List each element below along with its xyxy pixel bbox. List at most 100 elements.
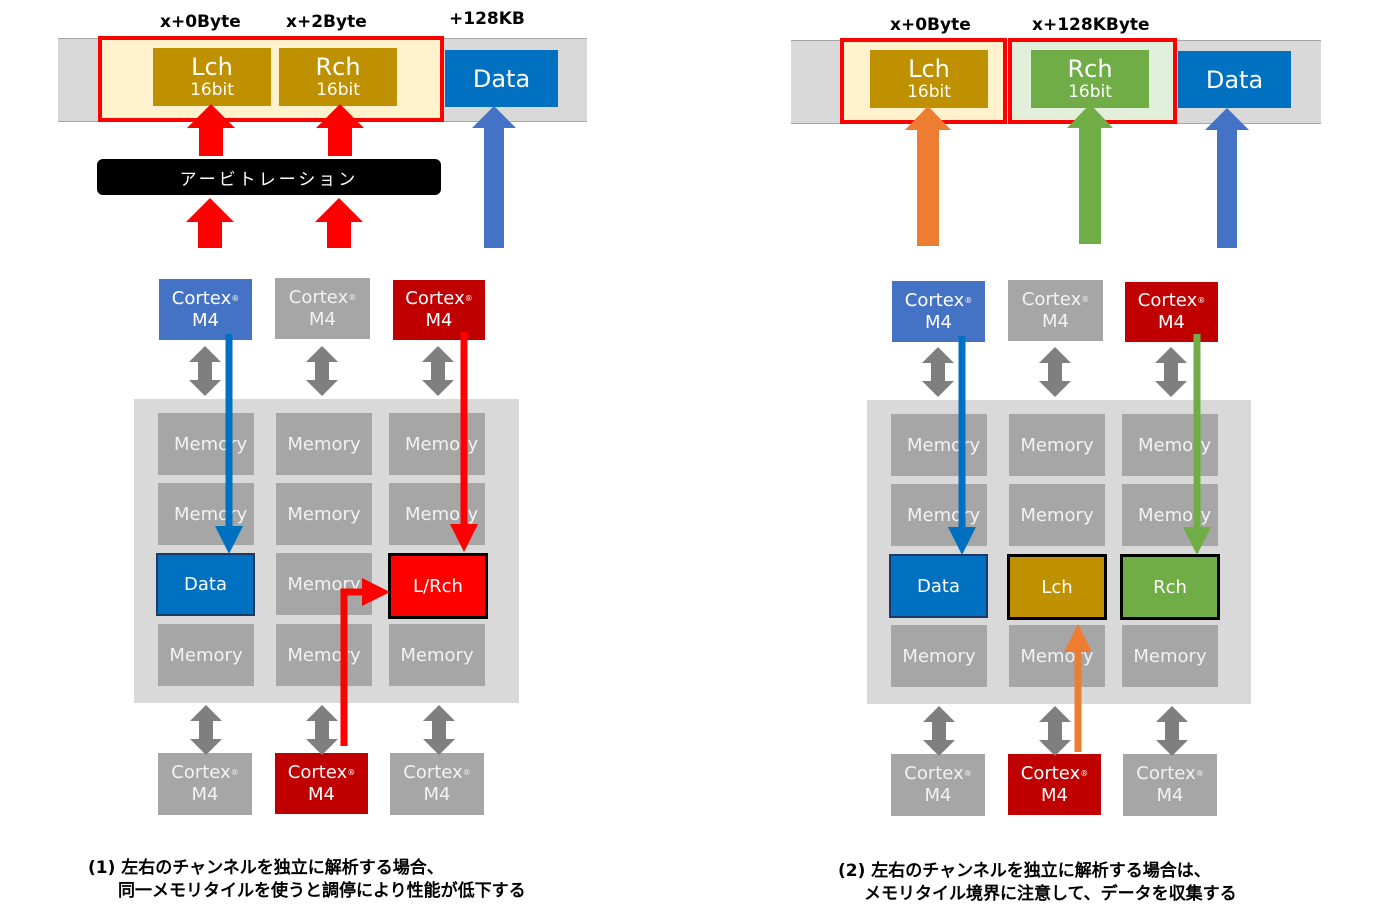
- cpu-name: Cortex: [403, 762, 463, 783]
- data-tile-label: Data: [917, 575, 960, 597]
- arbitration-box: アービトレーション: [97, 159, 441, 195]
- registered-mark: ®: [964, 295, 973, 305]
- memory-label: Memory: [287, 503, 361, 525]
- left-memory-tile: Memory: [158, 413, 254, 475]
- cpu-name: Cortex: [1136, 763, 1196, 784]
- registered-mark: ®: [462, 768, 471, 777]
- memory-label: Memory: [400, 644, 474, 666]
- left-cpu-bottom-2: Cortex® M4: [390, 753, 484, 815]
- right-memory-tile: Memory: [1122, 625, 1218, 687]
- memory-label: Memory: [405, 433, 479, 455]
- right-cpu-top-0: Cortex® M4: [892, 281, 985, 342]
- left-data-block: Data: [445, 50, 558, 107]
- memory-label: Memory: [1020, 434, 1094, 456]
- registered-mark: ®: [963, 769, 972, 778]
- left-addr-label-1: x+2Byte: [286, 12, 367, 32]
- registered-mark: ®: [348, 292, 357, 302]
- lrch-tile-label: L/Rch: [413, 575, 463, 597]
- left-memory-tile: Memory: [389, 413, 485, 475]
- right-green-up-arrow-rch: [1067, 104, 1113, 244]
- left-memory-tile: Memory: [158, 624, 254, 686]
- cpu-model: M4: [1156, 785, 1184, 806]
- left-blue-up-arrow-data: [472, 106, 516, 248]
- registered-mark: ®: [231, 293, 240, 303]
- right-memory-tile: Memory: [1122, 414, 1218, 476]
- left-caption-line2: 同一メモリタイルを使うと調停により性能が低下する: [118, 881, 526, 901]
- left-cpu-top-0: Cortex® M4: [159, 279, 252, 340]
- cpu-model: M4: [925, 311, 952, 333]
- right-memory-tile: Memory: [1009, 484, 1105, 546]
- right-cpu-bottom-1: Cortex® M4: [1008, 754, 1101, 815]
- right-cpu-top-2: Cortex® M4: [1125, 282, 1218, 342]
- left-lrch-tile: L/Rch: [388, 553, 488, 619]
- left-addr-label-0: x+0Byte: [160, 12, 241, 32]
- cpu-name: Cortex: [171, 762, 231, 783]
- right-data-block: Data: [1178, 51, 1291, 108]
- memory-label: Memory: [1138, 434, 1212, 456]
- cpu-model: M4: [1158, 312, 1185, 333]
- right-blue-up-arrow-data: [1205, 108, 1249, 248]
- cpu-model: M4: [191, 784, 219, 805]
- registered-mark: ®: [1197, 296, 1206, 305]
- data-tile-label: Data: [184, 574, 227, 595]
- memory-label: Memory: [1020, 504, 1094, 526]
- right-addr-label-1: x+128KByte: [1032, 15, 1150, 35]
- left-red-path-bottom: [340, 578, 390, 746]
- registered-mark: ®: [464, 294, 473, 303]
- cpu-name: Cortex: [1020, 762, 1081, 784]
- registered-mark: ®: [230, 768, 239, 777]
- cpu-model: M4: [192, 309, 219, 331]
- left-cpu-bottom-1: Cortex® M4: [275, 753, 368, 814]
- cpu-name: Cortex: [287, 761, 348, 783]
- left-memory-tile: Memory: [276, 483, 372, 545]
- right-caption-line2: メモリタイル境界に注意して、データを収集する: [864, 884, 1237, 904]
- cpu-name: Cortex: [1021, 288, 1082, 310]
- cpu-name: Cortex: [405, 288, 465, 309]
- registered-mark: ®: [1195, 769, 1204, 778]
- cpu-model: M4: [425, 310, 453, 331]
- right-lch-block: Lch 16bit: [870, 50, 988, 108]
- memory-label: Memory: [405, 503, 479, 525]
- left-cpu-top-2: Cortex® M4: [393, 280, 485, 340]
- memory-label: Memory: [287, 433, 361, 455]
- registered-mark: ®: [1080, 768, 1089, 778]
- left-lch-bits: 16bit: [190, 80, 234, 100]
- left-cpu-top-1: Cortex® M4: [275, 278, 370, 339]
- right-data-tile: Data: [889, 554, 988, 618]
- cpu-model: M4: [1042, 310, 1069, 332]
- left-lch-name: Lch: [191, 53, 233, 81]
- right-cpu-top-1: Cortex® M4: [1008, 280, 1103, 341]
- right-cpu-bottom-0: Cortex® M4: [891, 754, 985, 816]
- right-lch-name: Lch: [908, 55, 950, 83]
- left-gray-double-arrows: [189, 346, 455, 755]
- right-rch-name: Rch: [1067, 55, 1113, 83]
- left-data-label: Data: [472, 64, 531, 93]
- right-addr-label-0: x+0Byte: [890, 15, 971, 35]
- memory-label: Memory: [902, 645, 976, 667]
- right-memory-tile: Memory: [891, 625, 987, 687]
- right-rch-tile: Rch: [1120, 554, 1220, 620]
- right-rch-block: Rch 16bit: [1031, 50, 1149, 108]
- cpu-model: M4: [308, 783, 335, 805]
- right-cpu-bottom-2: Cortex® M4: [1123, 754, 1217, 816]
- memory-label: Memory: [1138, 504, 1212, 526]
- left-red-up-arrow-lch-top: [187, 104, 235, 156]
- left-data-tile: Data: [156, 553, 255, 616]
- right-gray-double-arrows: [922, 347, 1188, 756]
- registered-mark: ®: [1081, 294, 1090, 304]
- cpu-name: Cortex: [171, 287, 232, 309]
- left-red-up-arrow-lch-bottom: [186, 198, 234, 248]
- right-orange-up-arrow-lch: [905, 106, 951, 246]
- left-rch-block: Rch 16bit: [279, 48, 397, 106]
- registered-mark: ®: [347, 767, 356, 777]
- right-memory-tile: Memory: [1009, 414, 1105, 476]
- cpu-model: M4: [1041, 784, 1068, 806]
- right-rch-bits: 16bit: [1068, 82, 1112, 102]
- left-memory-tile: Memory: [276, 413, 372, 475]
- left-rch-bits: 16bit: [316, 80, 360, 100]
- right-lch-tile: Lch: [1007, 554, 1107, 620]
- left-red-up-arrow-rch-top: [316, 104, 364, 156]
- right-caption-line1: (2) 左右のチャンネルを独立に解析する場合は、: [838, 861, 1211, 881]
- right-data-label: Data: [1205, 65, 1264, 94]
- left-addr-label-2: +128KB: [449, 9, 525, 29]
